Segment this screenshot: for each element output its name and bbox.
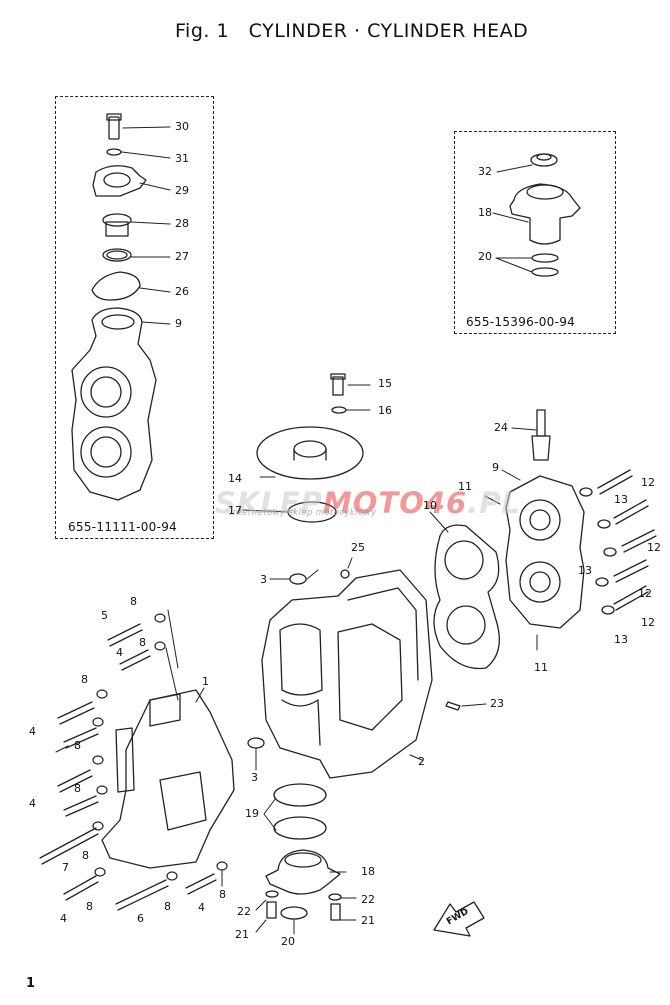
- callout-label: 8: [219, 888, 226, 901]
- callout-label: 2: [418, 755, 425, 768]
- callout-label: 1: [202, 675, 209, 688]
- callout-label: 7: [62, 861, 69, 874]
- callout-label: 30: [175, 120, 189, 133]
- callout-label: 15: [378, 377, 392, 390]
- cylinder-head: [484, 409, 585, 651]
- head-cover-center: [242, 373, 371, 523]
- cylinder-block: [247, 557, 487, 779]
- callout-label: 8: [82, 849, 89, 862]
- callout-label: 22: [237, 905, 251, 918]
- callout-label: 19: [245, 807, 259, 820]
- callout-label: 8: [86, 900, 93, 913]
- callout-label: 24: [494, 421, 508, 434]
- callout-label: 13: [614, 633, 628, 646]
- callout-label: 8: [81, 673, 88, 686]
- callout-label: 25: [351, 541, 365, 554]
- head-cover-inset-box: [55, 96, 214, 539]
- figure-title: Fig. 1 CYLINDER · CYLINDER HEAD: [175, 20, 529, 42]
- callout-label: 13: [614, 493, 628, 506]
- callout-label: 12: [638, 587, 652, 600]
- callout-label: 13: [578, 564, 592, 577]
- callout-label: 20: [281, 935, 295, 948]
- callout-label: 12: [641, 476, 655, 489]
- callout-label: 21: [361, 914, 375, 927]
- callout-label: 4: [60, 912, 67, 925]
- callout-label: 5: [101, 609, 108, 622]
- exhaust-cover-assembly: [39, 609, 235, 911]
- callout-label: 32: [478, 165, 492, 178]
- fwd-arrow: [433, 901, 485, 937]
- callout-label: 9: [175, 317, 182, 330]
- callout-label: 3: [251, 771, 258, 784]
- callout-label: 10: [423, 499, 437, 512]
- callout-label: 4: [198, 901, 205, 914]
- callout-label: 4: [29, 797, 36, 810]
- callout-label: 4: [29, 725, 36, 738]
- watermark-part-c: .PL: [467, 486, 521, 520]
- callout-label: 6: [137, 912, 144, 925]
- callout-label: 18: [478, 206, 492, 219]
- head-cover-assembly: [71, 113, 171, 501]
- watermark-part-a: SKLEP: [215, 486, 323, 520]
- callout-label: 9: [492, 461, 499, 474]
- callout-label: 23: [490, 697, 504, 710]
- callout-label: 8: [74, 782, 81, 795]
- callout-label: 27: [175, 250, 189, 263]
- callout-label: 4: [116, 646, 123, 659]
- callout-label: 29: [175, 184, 189, 197]
- thrust-housing-inset-box: [454, 131, 616, 334]
- callout-label: 3: [260, 573, 267, 586]
- thrust-housing-assembly: [492, 153, 581, 277]
- head-gasket: [429, 511, 500, 670]
- callout-label: 8: [164, 900, 171, 913]
- callout-label: 11: [534, 661, 548, 674]
- callout-label: 22: [361, 893, 375, 906]
- callout-label: 8: [74, 739, 81, 752]
- callout-label: 20: [478, 250, 492, 263]
- callout-label: 12: [647, 541, 661, 554]
- callout-label: 21: [235, 928, 249, 941]
- callout-label: 28: [175, 217, 189, 230]
- watermark-logo: SKLEPMOTO46.PL: [215, 486, 521, 520]
- callout-label: 12: [641, 616, 655, 629]
- thrust-housing-part-code: 655-15396-00-94: [466, 315, 576, 329]
- callout-label: 31: [175, 152, 189, 165]
- callout-label: 8: [139, 636, 146, 649]
- callout-label: 14: [228, 472, 242, 485]
- callout-label: 11: [458, 480, 472, 493]
- callout-label: 18: [361, 865, 375, 878]
- watermark-part-b: MOTO46: [322, 486, 468, 520]
- head-cover-part-code: 655-11111-00-94: [68, 520, 178, 534]
- callout-label: 8: [130, 595, 137, 608]
- page-number: 1: [26, 976, 36, 991]
- lower-parts: [255, 783, 357, 935]
- callout-label: 16: [378, 404, 392, 417]
- watermark-tagline: internetowy sklep motocyklowy: [230, 508, 377, 518]
- head-bolts-right: [579, 469, 657, 615]
- callout-label: 17: [228, 504, 242, 517]
- callout-label: 26: [175, 285, 189, 298]
